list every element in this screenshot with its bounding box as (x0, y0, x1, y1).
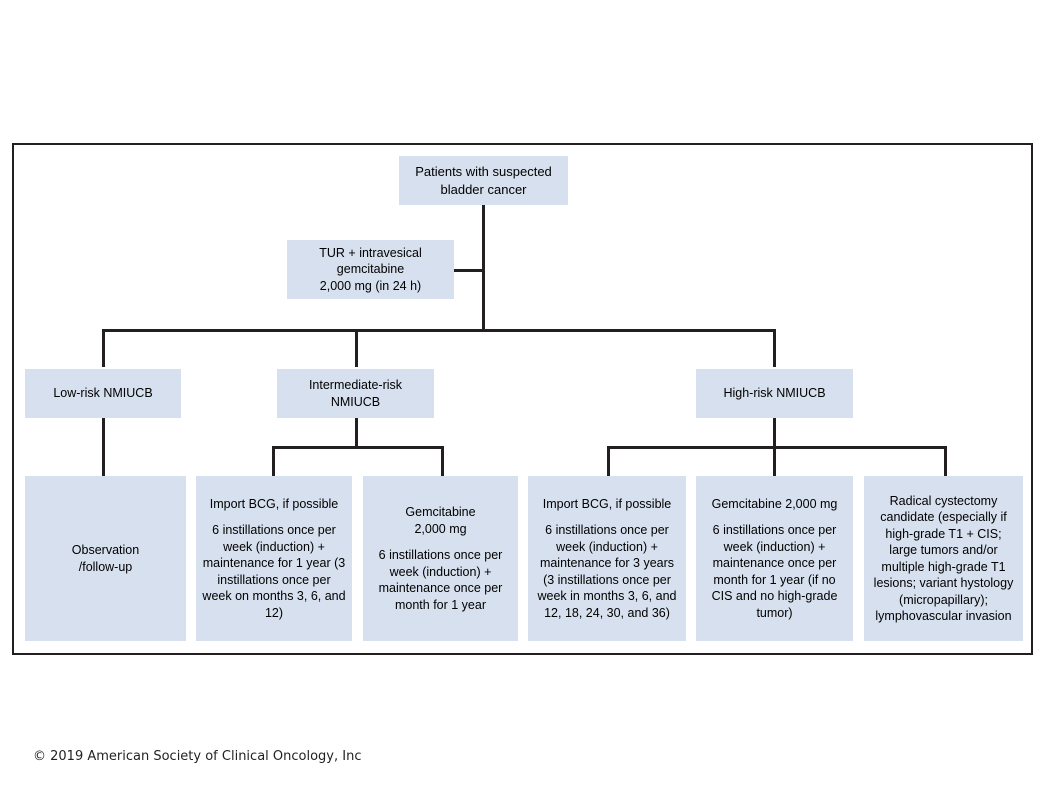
connector-intermediate-drop-left (272, 446, 275, 476)
connector-high-bar (607, 446, 947, 449)
node-int-bcg-heading: Import BCG, if possible (209, 496, 339, 511)
node-high-gem-body: 6 instillations once per week (induction… (711, 523, 838, 620)
node-int-gem-heading2: 2,000 mg (414, 521, 467, 536)
connector-main-bar (102, 329, 776, 332)
node-int-gem-heading1: Gemcitabine (405, 505, 476, 519)
node-int-bcg-body: 6 instillations once per week (induction… (202, 523, 346, 620)
node-intermediate-risk-line2: NMIUCB (330, 394, 381, 409)
connector-root-trunk (482, 205, 485, 331)
node-tur-intravesical-gemcitabine[interactable]: TUR + intravesical gemcitabine 2,000 mg … (287, 240, 454, 299)
node-high-import-bcg[interactable]: Import BCG, if possible 6 instillations … (528, 476, 686, 641)
connector-drop-low-risk (102, 329, 105, 367)
connector-high-drop-left (607, 446, 610, 476)
node-high-gemcitabine[interactable]: Gemcitabine 2,000 mg 6 instillations onc… (696, 476, 853, 641)
connector-tur-stub (453, 269, 484, 272)
connector-intermediate-bar (272, 446, 444, 449)
node-intermediate-risk-nmiucb[interactable]: Intermediate-risk NMIUCB (277, 369, 434, 418)
node-low-risk-nmiucb[interactable]: Low-risk NMIUCB (25, 369, 181, 418)
connector-drop-intermediate-risk (355, 329, 358, 367)
node-root-line1: Patients with suspected (415, 164, 552, 180)
connector-intermediate-drop-right (441, 446, 444, 476)
node-low-risk-label: Low-risk NMIUCB (53, 386, 153, 401)
node-radical-cystectomy[interactable]: Radical cystectomy candidate (especially… (864, 476, 1023, 641)
connector-intermediate-stem (355, 418, 358, 448)
connector-drop-high-risk (773, 329, 776, 367)
node-intermediate-import-bcg[interactable]: Import BCG, if possible 6 instillations … (196, 476, 352, 641)
node-root-line2: bladder cancer (440, 181, 527, 197)
node-int-gem-body: 6 instillations once per week (induction… (378, 548, 503, 612)
connector-high-drop-right (944, 446, 947, 476)
node-high-bcg-heading: Import BCG, if possible (542, 496, 672, 511)
copyright-credit: © 2019 American Society of Clinical Onco… (33, 749, 362, 764)
connector-low-risk-to-observation (102, 418, 105, 476)
node-cystectomy-body: Radical cystectomy candidate (especially… (873, 493, 1014, 624)
node-high-risk-nmiucb[interactable]: High-risk NMIUCB (696, 369, 853, 418)
node-observation-line2: /follow-up (78, 559, 133, 574)
node-intermediate-gemcitabine[interactable]: Gemcitabine 2,000 mg 6 instillations onc… (363, 476, 518, 641)
node-intermediate-risk-line1: Intermediate-risk (308, 378, 403, 392)
node-treatment-line1: TUR + intravesical (319, 245, 422, 260)
node-high-gem-heading: Gemcitabine 2,000 mg (711, 496, 838, 511)
node-patients-suspected-bladder-cancer[interactable]: Patients with suspected bladder cancer (399, 156, 568, 205)
node-observation-followup[interactable]: Observation /follow-up (25, 476, 186, 641)
node-treatment-line3: 2,000 mg (in 24 h) (319, 278, 422, 293)
node-observation-line1: Observation (71, 543, 140, 557)
node-treatment-line2: gemcitabine (336, 262, 405, 277)
node-high-risk-label: High-risk NMIUCB (723, 386, 826, 401)
node-high-bcg-body: 6 instillations once per week (induction… (537, 523, 677, 620)
